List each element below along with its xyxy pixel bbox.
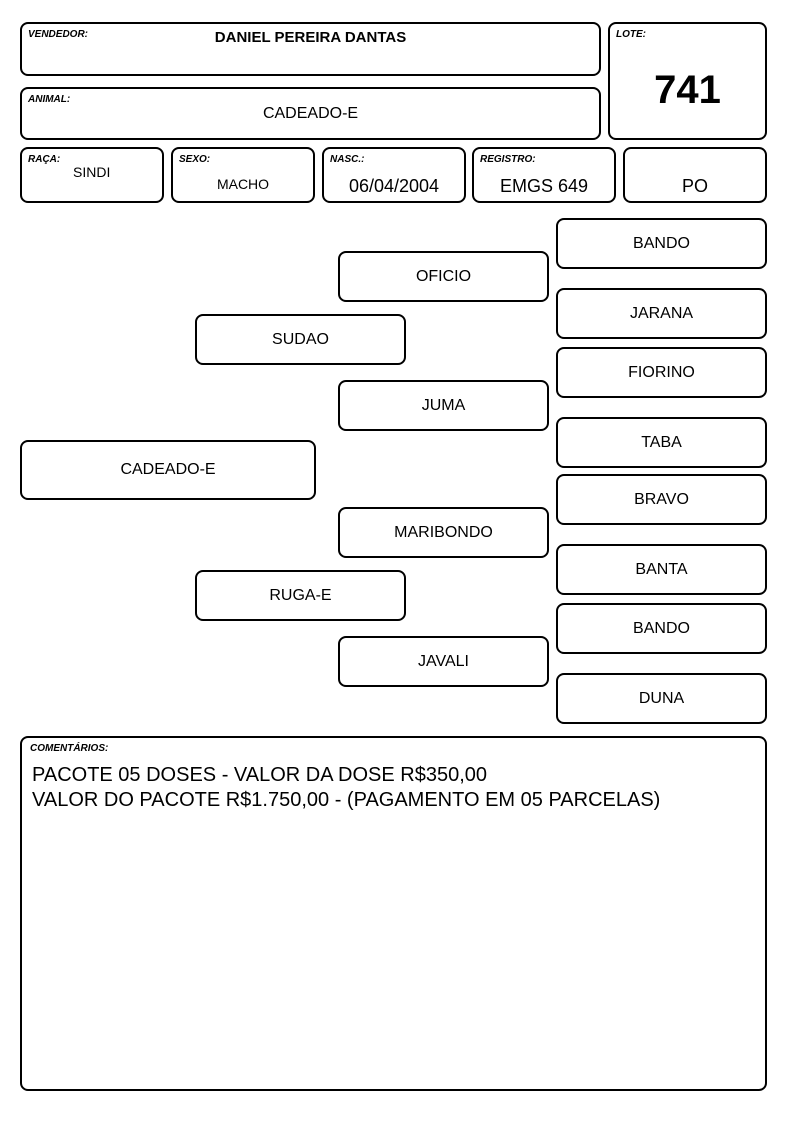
lote-box: LOTE: 741	[608, 22, 767, 140]
pedigree-ggp-7-name: BANDO	[633, 619, 690, 637]
registro-box: REGISTRO: EMGS 649	[472, 147, 616, 203]
categoria-value: PO	[681, 176, 708, 196]
vendedor-label: VENDEDOR:	[28, 29, 89, 40]
pedigree-animal: CADEADO-E	[20, 440, 316, 500]
raca-box: RAÇA: SINDI	[20, 147, 164, 203]
pedigree-dam-name: RUGA-E	[269, 586, 332, 604]
comments-label: COMENTÁRIOS:	[30, 743, 109, 754]
pedigree-dam-sire-name: MARIBONDO	[394, 523, 493, 541]
sexo-box: SEXO: MACHO	[171, 147, 315, 203]
raca-label: RAÇA:	[28, 154, 61, 165]
pedigree-ggp-1: BANDO	[556, 218, 767, 269]
pedigree-ggp-2-name: JARANA	[629, 304, 694, 322]
pedigree-ggp-5-name: BRAVO	[634, 490, 689, 508]
pedigree-dam-dam: JAVALI	[338, 636, 549, 687]
pedigree-dam: RUGA-E	[195, 570, 406, 621]
pedigree-ggp-4-name: TABA	[641, 433, 682, 451]
pedigree-sire-dam: JUMA	[338, 380, 549, 431]
nasc-value: 06/04/2004	[348, 176, 440, 196]
comments-line-2: VALOR DO PACOTE R$1.750,00 - (PAGAMENTO …	[32, 789, 661, 811]
sexo-label: SEXO:	[179, 154, 211, 165]
pedigree-ggp-3-name: FIORINO	[628, 363, 695, 381]
raca-value: SINDI	[73, 164, 111, 180]
pedigree-ggp-1-name: BANDO	[633, 234, 690, 252]
vendedor-box: VENDEDOR: DANIEL PEREIRA DANTAS	[20, 22, 601, 76]
categoria-box: PO	[623, 147, 767, 203]
animal-label: ANIMAL:	[28, 94, 71, 105]
vendedor-value: DANIEL PEREIRA DANTAS	[214, 29, 407, 46]
nasc-box: NASC.: 06/04/2004	[322, 147, 466, 203]
registro-label: REGISTRO:	[480, 154, 536, 165]
pedigree-ggp-8: DUNA	[556, 673, 767, 724]
pedigree-sire-dam-name: JUMA	[421, 396, 466, 414]
comments-line-1: PACOTE 05 DOSES - VALOR DA DOSE R$350,00	[32, 764, 487, 786]
pedigree-animal-name: CADEADO-E	[120, 461, 216, 478]
pedigree-sire-name: SUDAO	[272, 330, 329, 348]
pedigree-ggp-8-name: DUNA	[638, 689, 685, 707]
nasc-label: NASC.:	[330, 154, 365, 165]
pedigree-sire-sire: OFICIO	[338, 251, 549, 302]
pedigree-ggp-4: TABA	[556, 417, 767, 468]
pedigree-ggp-2: JARANA	[556, 288, 767, 339]
pedigree-dam-dam-name: JAVALI	[418, 652, 469, 670]
animal-value: CADEADO-E	[262, 105, 359, 122]
pedigree-ggp-6: BANTA	[556, 544, 767, 595]
pedigree-ggp-5: BRAVO	[556, 474, 767, 525]
animal-box: ANIMAL: CADEADO-E	[20, 87, 601, 140]
sexo-value: MACHO	[216, 176, 270, 192]
pedigree-ggp-7: BANDO	[556, 603, 767, 654]
lote-value: 741	[654, 68, 721, 112]
comments-box: COMENTÁRIOS: PACOTE 05 DOSES - VALOR DA …	[20, 736, 767, 1091]
pedigree-sire: SUDAO	[195, 314, 406, 365]
pedigree-ggp-3: FIORINO	[556, 347, 767, 398]
pedigree-sire-sire-name: OFICIO	[415, 267, 472, 285]
registro-value: EMGS 649	[499, 176, 589, 196]
lote-label: LOTE:	[616, 29, 646, 40]
pedigree-dam-sire: MARIBONDO	[338, 507, 549, 558]
pedigree-ggp-6-name: BANTA	[635, 560, 688, 578]
